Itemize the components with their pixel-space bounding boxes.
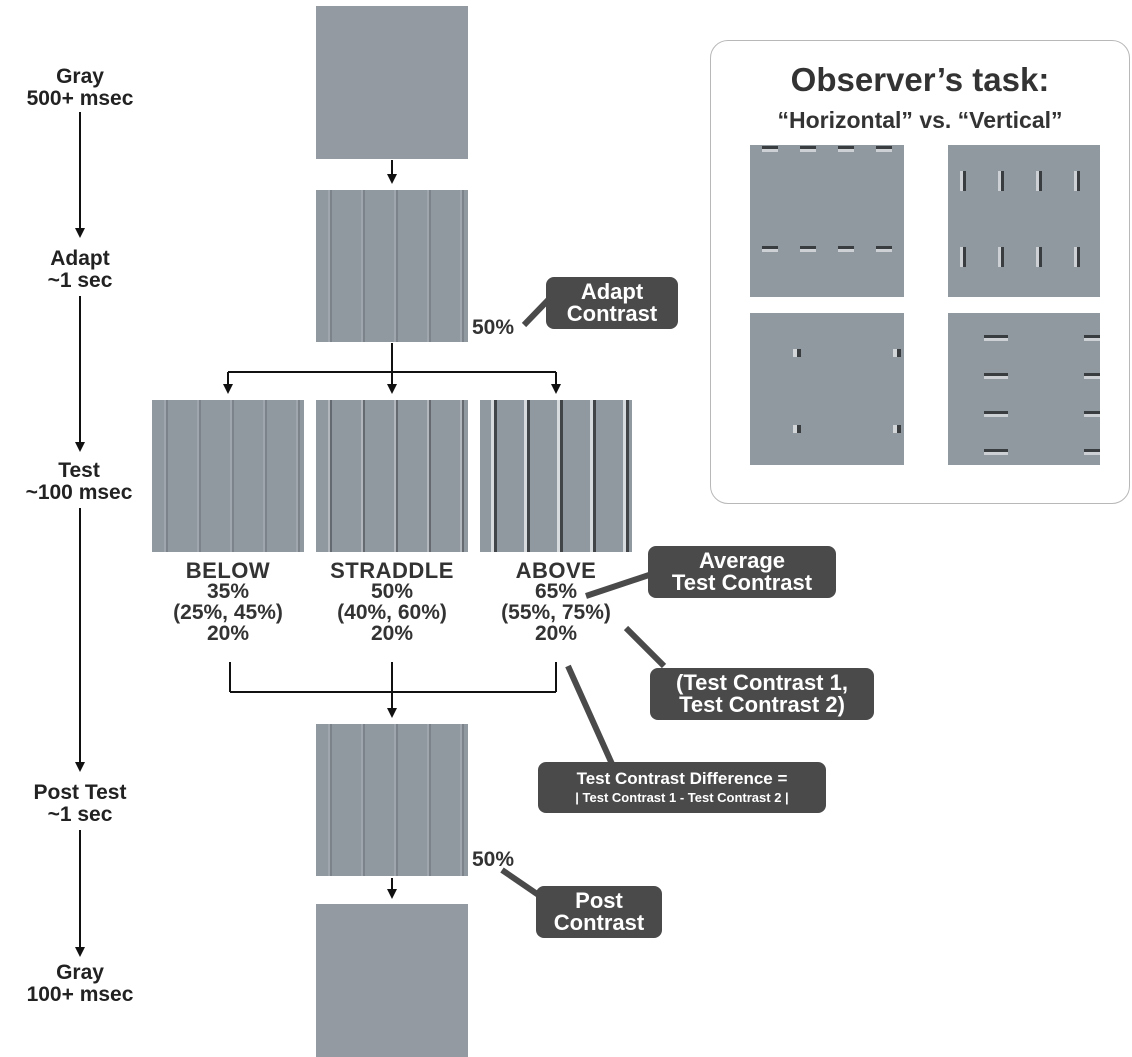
test-panel-above: [480, 400, 632, 552]
gray-panel-start: [316, 6, 468, 159]
condition-pair: (55%, 75%): [501, 601, 611, 624]
stage-adapt: Adapt ~1 sec: [8, 248, 152, 292]
condition-name: ABOVE: [515, 558, 597, 583]
condition-pair: (40%, 60%): [337, 601, 447, 624]
condition-straddle: STRADDLE 50% (40%, 60%) 20%: [312, 558, 472, 645]
callout-line: Adapt: [580, 279, 644, 304]
leader-post: [500, 867, 542, 899]
stage-name: Gray: [56, 65, 104, 88]
leader-difference: [565, 664, 615, 766]
adapt-contrast-callout: Adapt Contrast: [546, 277, 678, 329]
callout-line: Post: [575, 888, 623, 913]
adapt-grating-panel: [316, 190, 468, 342]
stage-duration: 500+ msec: [26, 87, 134, 110]
post-percent: 50%: [472, 848, 515, 871]
stage-name: Adapt: [50, 247, 110, 270]
stage-test: Test ~100 msec: [4, 460, 154, 504]
condition-difference: 20%: [206, 622, 250, 645]
leader-pair: [623, 625, 667, 669]
stage-gray-start: Gray 500+ msec: [8, 66, 152, 110]
leader-average: [585, 571, 653, 599]
stage-name: Post Test: [33, 781, 127, 804]
post-grating-panel: [316, 724, 468, 876]
post-contrast-callout: Post Contrast: [536, 886, 662, 938]
callout-line: Test Contrast 2): [679, 692, 845, 717]
callout-line: (Test Contrast 1,: [676, 670, 848, 695]
example-vertical-grating-2: [948, 313, 1100, 465]
callout-line: | Test Contrast 1 - Test Contrast 2 |: [575, 790, 789, 805]
stage-name: Gray: [56, 961, 104, 984]
test-panel-straddle: [316, 400, 468, 552]
stage-post-test: Post Test ~1 sec: [8, 782, 152, 826]
test-panel-below: [152, 400, 304, 552]
condition-difference: 20%: [370, 622, 414, 645]
task-subtitle: “Horizontal” vs. “Vertical”: [777, 107, 1063, 133]
callout-line: Contrast: [566, 301, 658, 326]
example-vertical-grating-1: [948, 145, 1100, 297]
example-horizontal-grating-2: [750, 313, 904, 465]
stage-duration: ~1 sec: [47, 269, 113, 292]
condition-pair: (25%, 45%): [173, 601, 283, 624]
stage-duration: 100+ msec: [26, 983, 134, 1006]
observer-task-box: Observer’s task: “Horizontal” vs. “Verti…: [710, 40, 1130, 504]
condition-average: 35%: [206, 580, 250, 603]
callout-line: Average: [698, 548, 785, 573]
gray-panel-end: [316, 904, 468, 1057]
condition-difference: 20%: [534, 622, 578, 645]
condition-average: 50%: [370, 580, 414, 603]
adapt-percent: 50%: [472, 316, 515, 339]
test-contrast-difference-callout: Test Contrast Difference = | Test Contra…: [538, 762, 826, 813]
average-test-contrast-callout: Average Test Contrast: [648, 546, 836, 598]
callout-line: Test Contrast Difference =: [576, 769, 788, 788]
stage-name: Test: [58, 459, 100, 482]
condition-below: BELOW 35% (25%, 45%) 20%: [148, 558, 308, 645]
condition-above: ABOVE 65% (55%, 75%) 20%: [476, 558, 636, 645]
callout-line: Test Contrast: [671, 570, 813, 595]
example-horizontal-grating-1: [750, 145, 904, 297]
task-title: Observer’s task:: [790, 61, 1050, 98]
stage-duration: ~100 msec: [25, 481, 133, 504]
callout-line: Contrast: [553, 910, 645, 935]
condition-name: BELOW: [185, 558, 271, 583]
condition-name: STRADDLE: [330, 558, 454, 583]
stage-duration: ~1 sec: [47, 803, 113, 826]
condition-average: 65%: [534, 580, 578, 603]
test-contrast-pair-callout: (Test Contrast 1, Test Contrast 2): [650, 668, 874, 720]
stage-gray-end: Gray 100+ msec: [8, 962, 152, 1006]
